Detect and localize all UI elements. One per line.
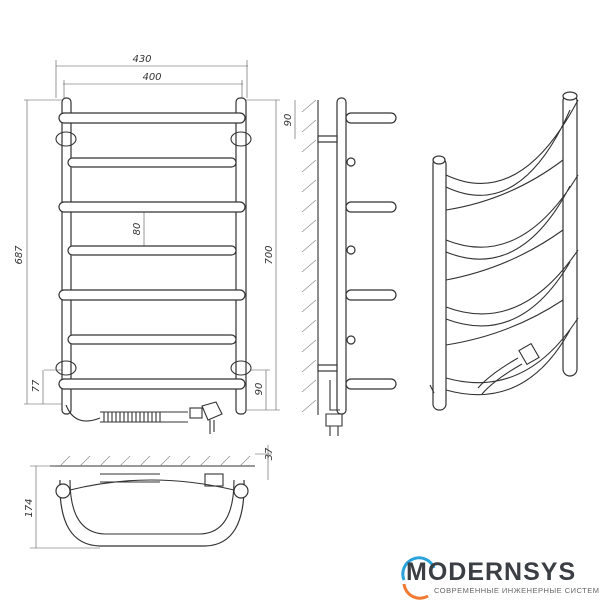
dim-77: 77 (31, 379, 42, 392)
dim-700: 700 (264, 245, 275, 264)
wall-mounts (55, 131, 252, 376)
dim-174: 174 (24, 498, 35, 517)
dim-90-bottom: 90 (254, 383, 265, 396)
heating-cable (65, 401, 223, 434)
top-view: 37 174 (24, 445, 275, 549)
front-view: 430 400 687 700 90 80 77 90 (14, 54, 296, 434)
dim-400: 400 (142, 72, 161, 83)
logo-brand-name: MODERNSYS (406, 558, 577, 586)
dim-37: 37 (264, 447, 275, 460)
perspective-view (429, 91, 579, 411)
dim-430: 430 (132, 54, 151, 65)
logo-tagline: СОВРЕМЕННЫЕ ИНЖЕНЕРНЫЕ СИСТЕМЫ (434, 586, 600, 595)
side-view (301, 97, 397, 436)
dimension-lines (24, 60, 296, 411)
right-rail (235, 97, 247, 415)
crossbars (58, 112, 246, 390)
brand-logo: MODERNSYS СОВРЕМЕННЫЕ ИНЖЕНЕРНЫЕ СИСТЕМЫ (398, 556, 600, 600)
left-rail (61, 97, 72, 415)
dim-90-top: 90 (283, 114, 294, 127)
logo-ring-icon (401, 556, 436, 600)
dim-687: 687 (14, 245, 25, 265)
dim-80: 80 (132, 223, 143, 236)
